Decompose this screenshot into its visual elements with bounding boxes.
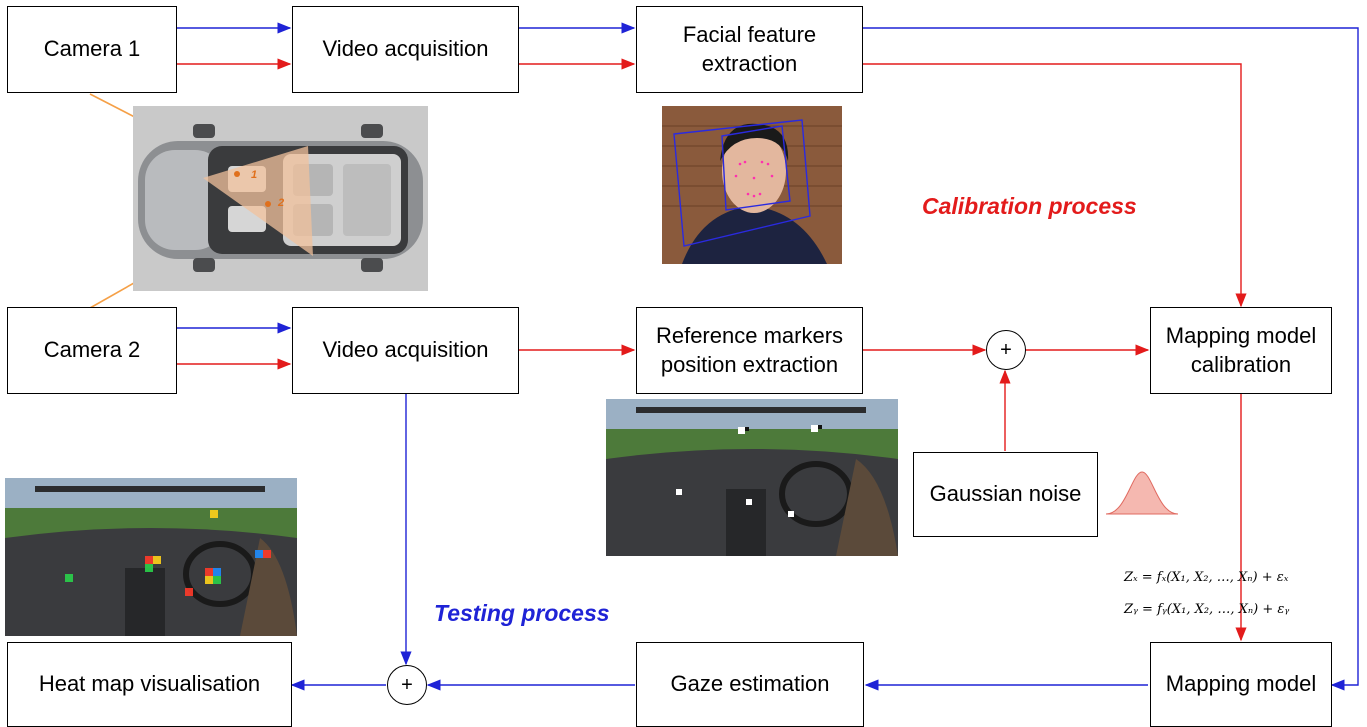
- video-acquisition-1-box: Video acquisition: [292, 6, 519, 93]
- gaze-estimation-box: Gaze estimation: [636, 642, 864, 727]
- car-label-2: 2: [277, 197, 284, 209]
- equation-zx: Zₓ = fₓ(X₁, X₂, …, Xₙ) + εₓ: [1124, 570, 1289, 585]
- camera-1-box: Camera 1: [7, 6, 177, 93]
- heatmap-image: [5, 478, 297, 636]
- mapping-model-box: Mapping model: [1150, 642, 1332, 727]
- facial-feature-extraction-box: Facial feature extraction: [636, 6, 863, 93]
- gaussian-curve-icon: [1105, 471, 1179, 515]
- mapping-model-calibration-box: Mapping model calibration: [1150, 307, 1332, 394]
- video-acquisition-2-box: Video acquisition: [292, 307, 519, 394]
- car-top-view-image: 1 2: [133, 106, 428, 291]
- facial-mapping-blue: [863, 27, 1359, 691]
- camera-2-box: Camera 2: [7, 307, 177, 394]
- testing-process-label: Testing process: [434, 600, 610, 626]
- car-label-1: 1: [251, 169, 257, 181]
- gaussian-noise-box: Gaussian noise: [913, 452, 1098, 537]
- face-landmark-image: [662, 106, 842, 264]
- equation-zy: Zᵧ = fᵧ(X₁, X₂, …, Xₙ) + εᵧ: [1124, 602, 1290, 617]
- noise-sum-node: +: [986, 330, 1026, 370]
- testing-sum-node: +: [387, 665, 427, 705]
- heat-map-visualisation-box: Heat map visualisation: [7, 642, 292, 727]
- dashboard-markers-image: [606, 399, 898, 556]
- facial-calibration-red: [863, 63, 1247, 308]
- reference-markers-box: Reference markers position extraction: [636, 307, 863, 394]
- calibration-process-label: Calibration process: [922, 193, 1137, 219]
